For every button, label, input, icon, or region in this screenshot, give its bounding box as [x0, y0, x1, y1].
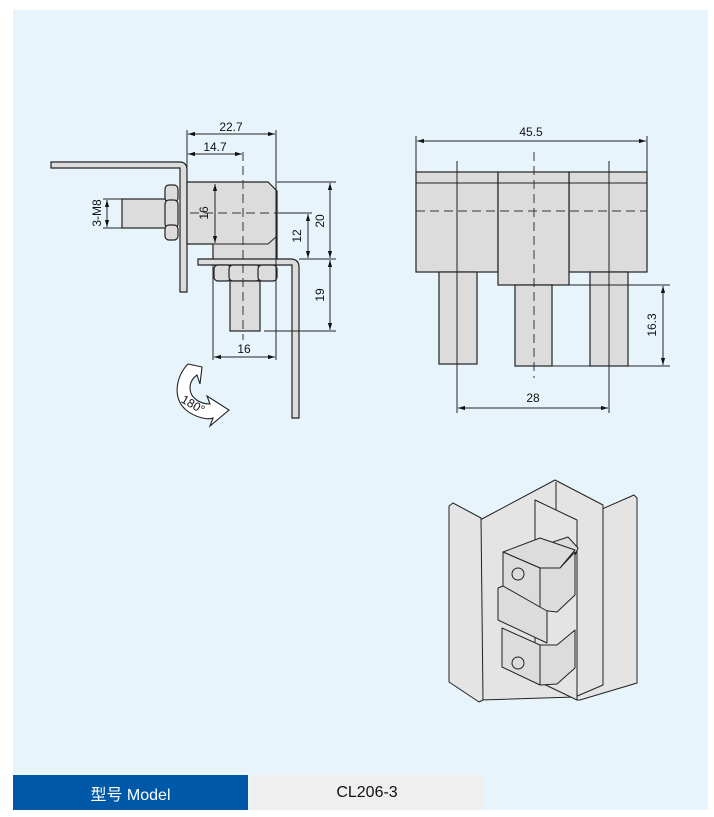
side-view: 22.7 14.7 16 3-M8 12 20 19 16 180°: [50, 120, 336, 428]
model-value: CL206-3: [250, 775, 484, 810]
lower-block-side: [539, 629, 576, 686]
model-label: 型号 Model: [13, 775, 248, 810]
hinge-body: [186, 181, 278, 266]
left-nut: [164, 184, 179, 241]
dim-16-vertical: 16: [197, 206, 211, 220]
lower-bracket: [197, 258, 300, 419]
left-bolt: [121, 198, 167, 229]
front-view: 45.5 16.3 28: [415, 125, 670, 413]
lower-mount-hole: [511, 656, 525, 670]
dim-3-m8: 3-M8: [90, 199, 104, 227]
dim-16-horizontal: 16: [237, 342, 251, 356]
lower-nut: [213, 264, 278, 282]
isometric-view: [448, 479, 638, 703]
right-knuckle: [568, 171, 648, 273]
left-bracket-flange: [448, 502, 484, 703]
upper-mount-hole: [511, 567, 525, 581]
dim-14-7: 14.7: [203, 140, 227, 154]
dim-16-3: 16.3: [645, 313, 659, 337]
left-pin: [438, 271, 478, 365]
dim-19: 19: [313, 288, 327, 302]
lower-bolt: [229, 280, 261, 332]
dim-12: 12: [290, 229, 304, 243]
dim-28: 28: [526, 391, 540, 405]
dim-22-7: 22.7: [219, 120, 243, 134]
dim-45-5: 45.5: [519, 125, 543, 139]
dim-20: 20: [313, 214, 327, 228]
rotation-arrow-icon: [176, 363, 230, 428]
model-info-bar: 型号 Model CL206-3: [13, 775, 484, 810]
middle-knuckle: [497, 585, 548, 644]
